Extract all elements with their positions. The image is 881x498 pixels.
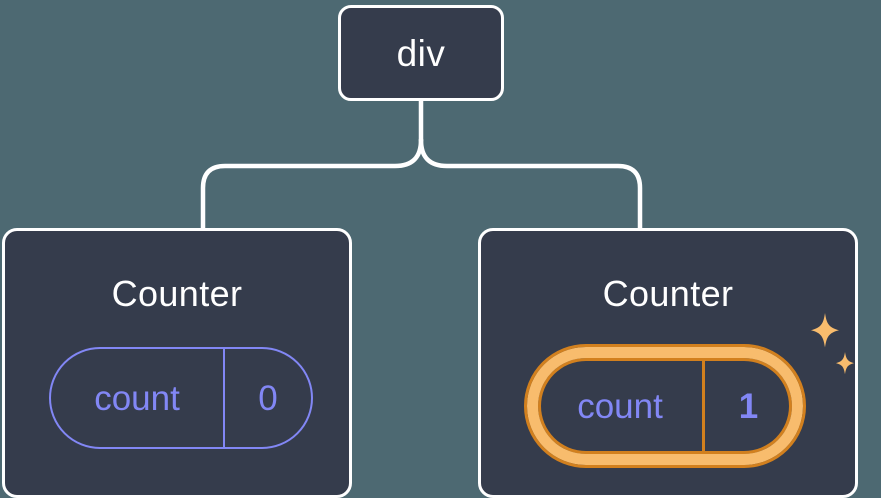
state-pill-highlighted[interactable]: count 1 xyxy=(524,344,806,468)
state-pill-wrapper: count 0 xyxy=(49,347,313,449)
state-value: 0 xyxy=(223,349,311,447)
state-key: count xyxy=(577,386,663,426)
component-title: Counter xyxy=(602,273,734,314)
sparkle-four-point-small-icon xyxy=(836,352,854,375)
state-pill-wrapper: count 1 xyxy=(524,344,806,468)
sparkle-four-point-icon xyxy=(811,313,839,348)
component-title: Counter xyxy=(111,273,243,314)
state-key: count xyxy=(94,378,180,418)
root-node-div[interactable]: div xyxy=(338,5,504,101)
component-card-counter-left[interactable]: Counter count 0 xyxy=(2,228,352,498)
state-value: 1 xyxy=(702,358,792,454)
sparkle-group xyxy=(811,313,854,375)
component-card-counter-right[interactable]: Counter count 1 xyxy=(478,228,858,498)
state-pill[interactable]: count 0 xyxy=(49,347,313,449)
root-node-label: div xyxy=(396,32,446,74)
connector-branch-right xyxy=(418,137,643,231)
connector-branch-left xyxy=(200,137,424,231)
